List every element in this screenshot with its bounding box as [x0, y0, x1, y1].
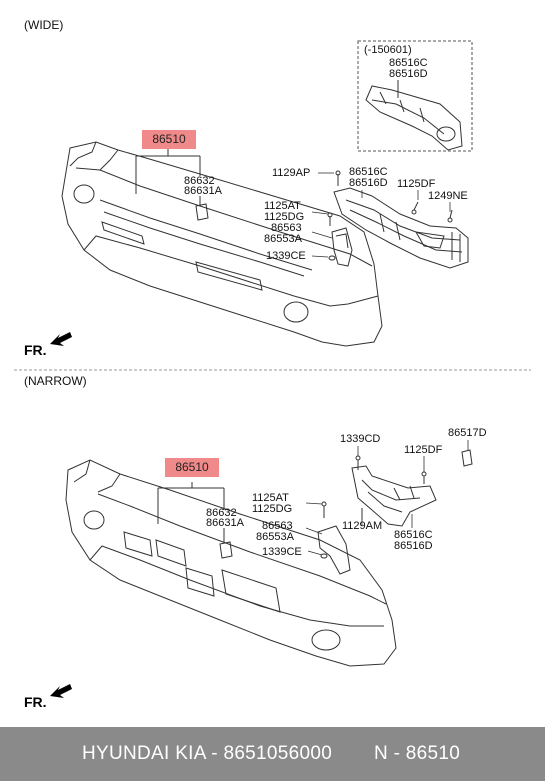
footer-bar: HYUNDAI KIA - 8651056000 N - 86510 [0, 727, 545, 781]
narrow-86516d-label: 86516D [394, 540, 433, 552]
narrow-86563-label: 86563 [262, 520, 293, 532]
wide-fr-label: FR. [24, 342, 47, 358]
narrow-86632-label: 86632 [206, 507, 237, 519]
narrow-86517d-label: 86517D [448, 427, 487, 439]
wide-1125df-label: 1125DF [397, 178, 436, 190]
wide-1129ap-label: 1129AP [272, 167, 311, 179]
wide-86516c-label: 86516C [349, 166, 388, 178]
wide-leaders [311, 172, 451, 258]
narrow-1339cd-label: 1339CD [340, 433, 381, 445]
wide-86631a-label: 86631A [184, 185, 222, 197]
narrow-bracket-drawing [351, 465, 437, 527]
inset-86516d-label: 86516D [389, 68, 428, 80]
inset-date-label: (-150601) [364, 44, 412, 56]
narrow-86516c-label: 86516C [394, 529, 433, 541]
narrow-bumper-drawing [65, 459, 397, 667]
wide-1249ne-label: 1249NE [428, 190, 468, 202]
narrow-fr-arrow-icon [50, 684, 72, 698]
wide-bracket-drawing [333, 187, 469, 269]
wide-bolts [327, 170, 453, 261]
footer-brand-part-number: HYUNDAI KIA - 8651056000 [82, 743, 333, 764]
narrow-section-label: (NARROW) [24, 374, 87, 388]
narrow-bolts [320, 449, 473, 559]
inset-bracket-drawing [365, 85, 463, 151]
wide-86510-leaders [135, 148, 201, 206]
wide-1125dg-label: 1125DG [264, 211, 305, 223]
wide-plate-86632 [195, 203, 209, 221]
narrow-fr-label: FR. [24, 694, 47, 710]
narrow-86553a-label: 86553A [256, 531, 294, 543]
narrow-1129am-label: 1129AM [342, 520, 383, 532]
wide-1339ce-label: 1339CE [266, 250, 306, 262]
wide-86632-label: 86632 [184, 175, 215, 187]
wide-main-part-tag: 86510 [142, 130, 196, 149]
narrow-86510-leaders [157, 482, 225, 542]
wide-fr-arrow-icon [50, 332, 72, 346]
wide-section-label: (WIDE) [24, 18, 64, 32]
inset-box [357, 40, 473, 152]
wide-86516d-label: 86516D [349, 177, 388, 189]
narrow-main-part-tag: 86510 [165, 458, 219, 477]
wide-86553a-label: 86553A [264, 233, 302, 245]
inset-86516c-label: 86516C [389, 57, 428, 69]
narrow-plate-86632 [219, 541, 233, 559]
wide-1125at-label: 1125AT [264, 200, 301, 212]
narrow-86631a-label: 86631A [206, 517, 244, 529]
narrow-stay-drawing [317, 525, 351, 575]
wide-86563-label: 86563 [271, 222, 302, 234]
fr-arrows [50, 332, 72, 698]
narrow-leaders [305, 440, 469, 556]
wide-stay-drawing [331, 227, 353, 267]
footer-reference: N - 86510 [374, 743, 461, 764]
narrow-1125dg-label: 1125DG [252, 503, 293, 515]
narrow-1125at-label: 1125AT [252, 492, 289, 504]
narrow-1125df-label: 1125DF [404, 444, 443, 456]
narrow-1339ce-label: 1339CE [262, 546, 302, 558]
